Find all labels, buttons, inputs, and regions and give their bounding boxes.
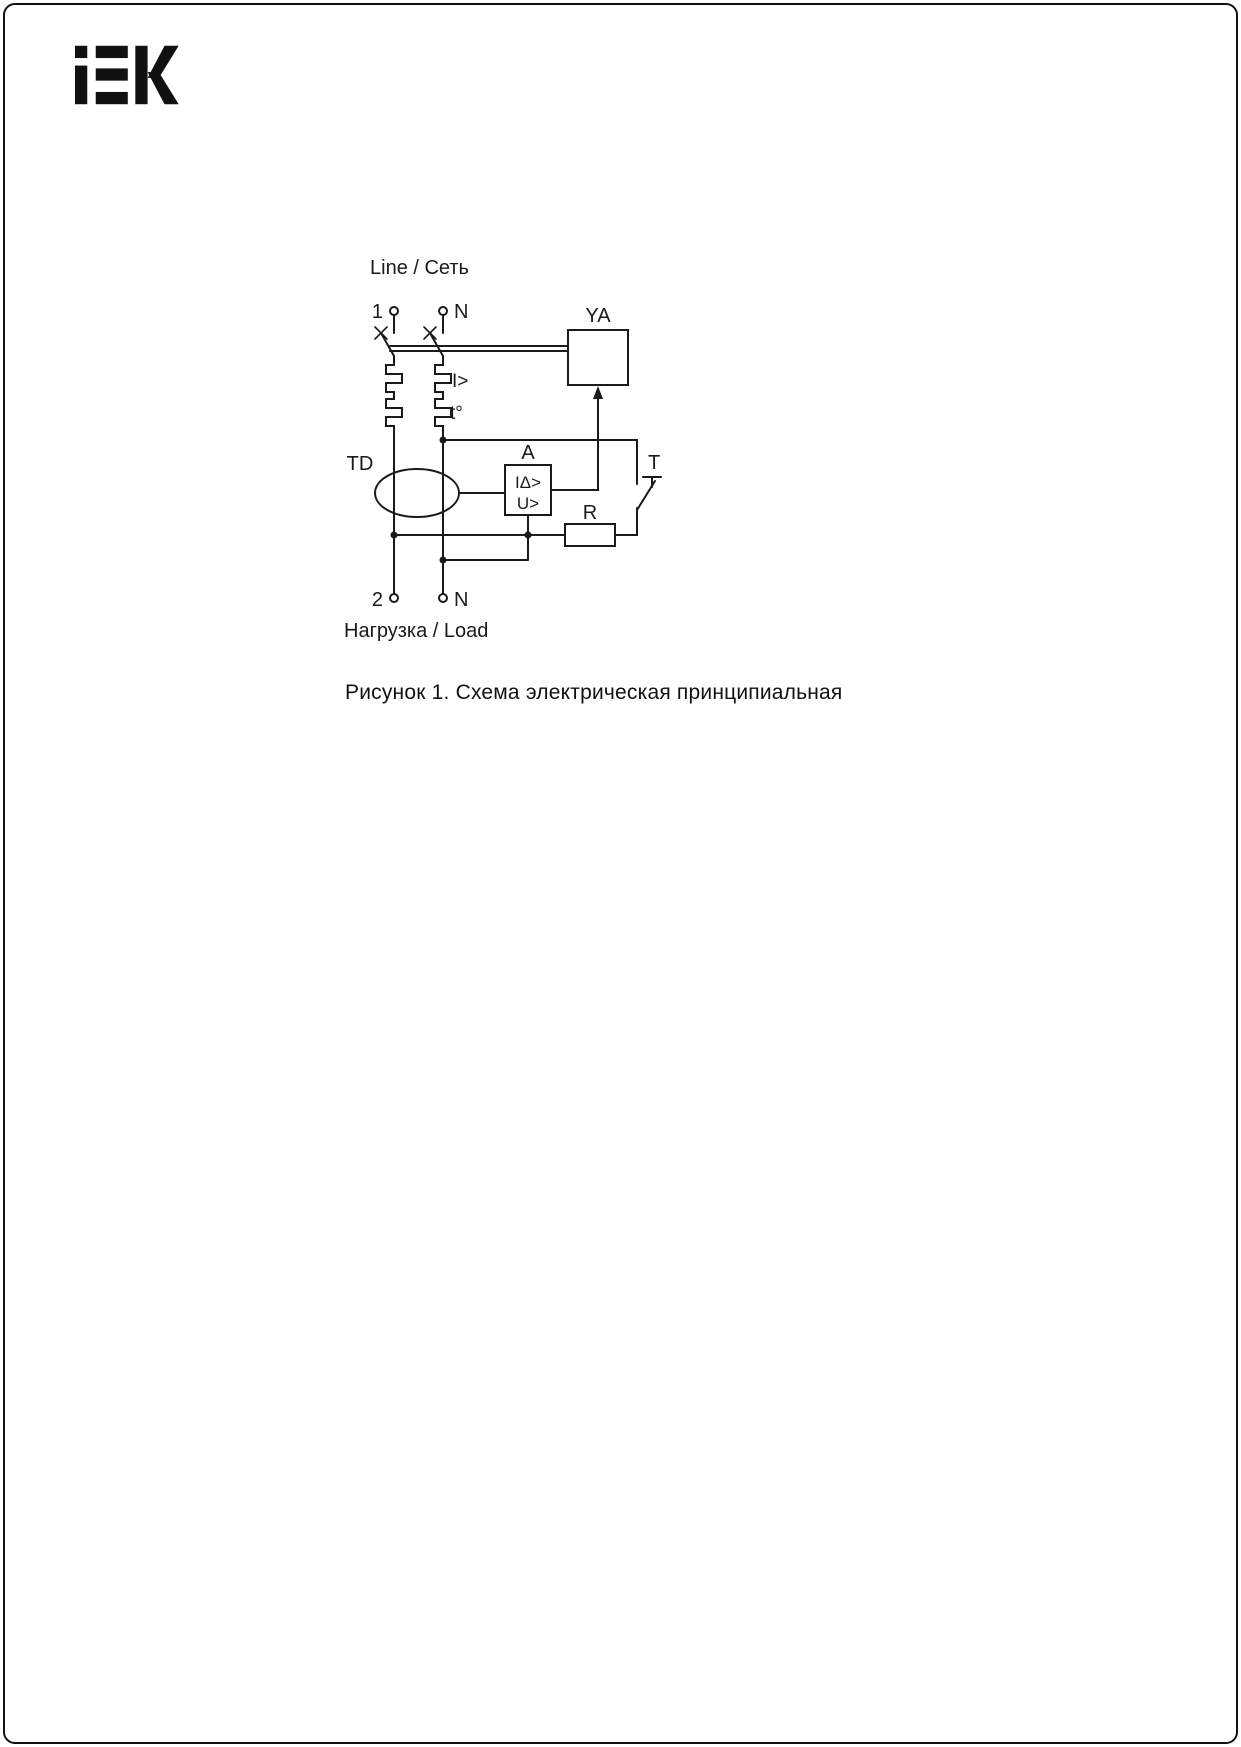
test-button-symbol (614, 476, 662, 536)
amp-to-ya-wire (550, 397, 599, 491)
td-label: TD (347, 453, 374, 475)
breaker-cross-icons (374, 326, 437, 340)
circuit-diagram: Line / Сеть 1 N YA I> t° TD A IΔ> U> T R… (330, 240, 700, 665)
figure-caption: Рисунок 1. Схема электрическая принципиа… (345, 681, 843, 704)
resistor-box (564, 523, 616, 547)
ya-label: YA (585, 305, 611, 327)
terminal-n-bottom-label: N (454, 589, 468, 611)
thermal-label: t° (450, 403, 463, 424)
terminal-circles (389, 306, 448, 603)
resistor-label: R (583, 502, 597, 524)
pole1-release-elements (385, 355, 403, 595)
poleN-release-elements (434, 355, 452, 595)
amplifier-line1-label: IΔ> (515, 473, 541, 492)
pole1-breaker-contact (380, 332, 395, 357)
ya-coil-box (567, 329, 629, 386)
amplifier-label: A (521, 442, 535, 464)
trip-arrowhead-icon (593, 386, 603, 399)
test-label: T (648, 452, 660, 474)
schematic-svg: Line / Сеть 1 N YA I> t° TD A IΔ> U> T R… (344, 257, 662, 642)
td-transformer-oval (374, 468, 460, 518)
terminal-1-label: 1 (372, 301, 383, 323)
terminal-n-top-label: N (454, 301, 468, 323)
line-label: Line / Сеть (370, 257, 469, 279)
poleN-breaker-contact (429, 332, 444, 357)
schematic-wires (374, 314, 662, 595)
iek-logo-icon (75, 45, 179, 105)
load-label: Нагрузка / Load (344, 620, 488, 642)
iek-logo (75, 44, 190, 111)
overcurrent-label: I> (452, 371, 468, 392)
terminal-2-label: 2 (372, 589, 383, 611)
junction-dots (390, 436, 532, 564)
amplifier-line2-label: U> (517, 494, 539, 513)
test-branch-wire (442, 439, 638, 485)
trip-linkage (389, 345, 569, 352)
